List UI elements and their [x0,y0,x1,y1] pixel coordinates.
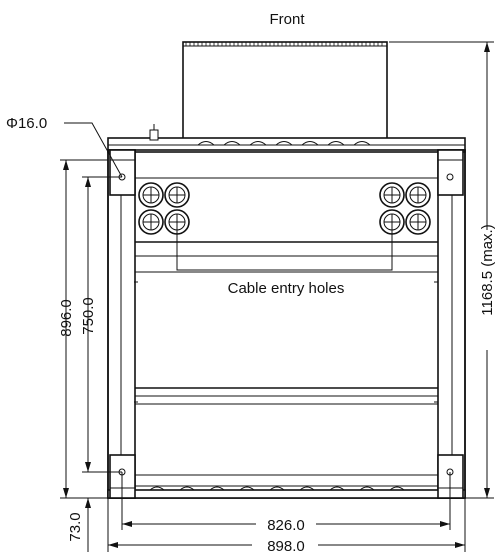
cable-hole [379,182,405,208]
width-outer-label: 898.0 [267,538,305,552]
height-outer-label: 896.0 [58,299,75,337]
cabinet-body [107,149,466,499]
width-inner-label: 826.0 [267,517,305,534]
top-duct [182,41,388,141]
hole-diameter-label: Φ16.0 [6,115,47,132]
cable-hole [164,182,190,208]
hole-diameter-leader [64,122,123,178]
cable-entry-holes-right [379,182,431,235]
height-inner-label: 750.0 [80,297,97,335]
dimension-height-inner [82,176,122,473]
cable-hole [138,182,164,208]
duct-vent-pattern [185,42,383,46]
total-height-label: 1168.5 (max.) [479,224,496,315]
cable-entry-label: Cable entry holes [228,280,345,297]
top-rail [107,124,466,153]
bottom-offset-label: 73.0 [67,512,84,541]
cable-entry-leader [176,222,393,271]
cable-entry-holes-left [138,182,190,235]
cable-hole [138,209,164,235]
corner-bracket-top-left [109,149,136,196]
front-label: Front [269,11,305,28]
cable-hole [405,209,431,235]
cable-hole [405,182,431,208]
dimension-bottom-offset [82,497,108,552]
corner-bracket-top-right [437,149,464,196]
